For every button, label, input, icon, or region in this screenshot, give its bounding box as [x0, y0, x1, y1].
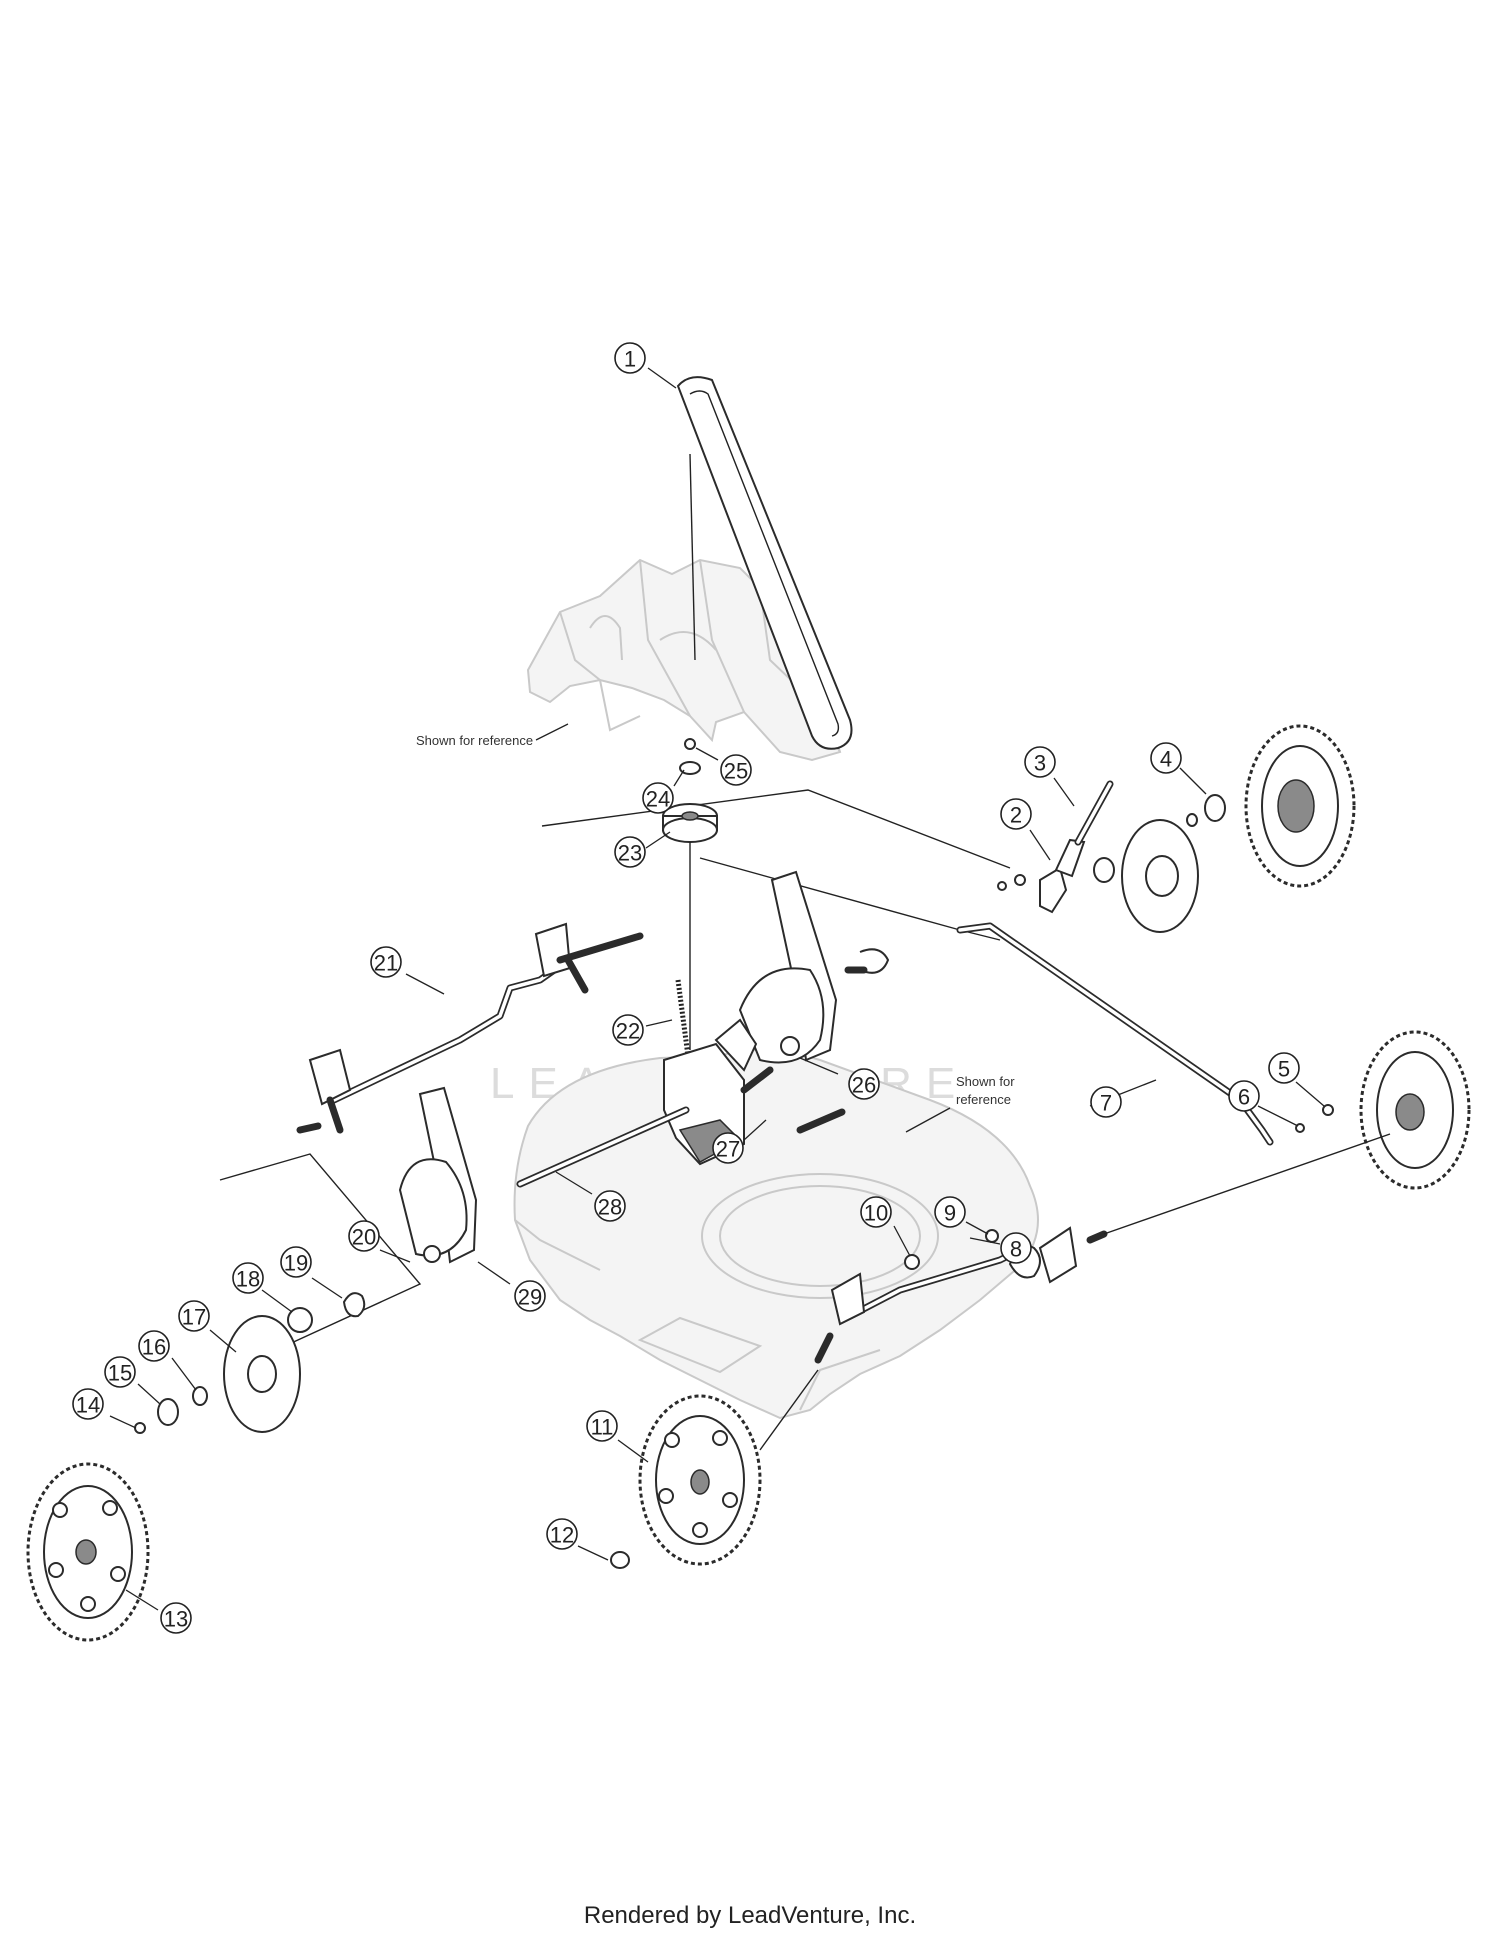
callout-10: 10: [860, 1196, 892, 1228]
rear-adjust-rod: [956, 874, 1274, 1146]
reference-upper-housing: [526, 558, 842, 762]
svg-text:18: 18: [236, 1267, 260, 1292]
svg-text:24: 24: [646, 787, 670, 812]
svg-text:14: 14: [76, 1393, 100, 1418]
callout-24: 24: [642, 782, 674, 814]
callout-9: 9: [934, 1196, 966, 1228]
svg-text:22: 22: [616, 1019, 640, 1044]
callout-4: 4: [1150, 742, 1182, 774]
callout-21: 21: [370, 946, 402, 978]
callout-8: 8: [1000, 1232, 1032, 1264]
callout-6: 6: [1228, 1080, 1260, 1112]
svg-text:7: 7: [1100, 1091, 1112, 1116]
callout-3: 3: [1024, 746, 1056, 778]
svg-text:28: 28: [598, 1195, 622, 1220]
callout-15: 15: [104, 1356, 136, 1388]
plane-line-upper: [541, 789, 1011, 869]
callout-22: 22: [612, 1014, 644, 1046]
callout-17: 17: [178, 1300, 210, 1332]
callout-23: 23: [614, 836, 646, 868]
svg-text:1: 1: [624, 347, 636, 372]
svg-text:5: 5: [1278, 1057, 1290, 1082]
plane-line-lower: [219, 1153, 422, 1363]
svg-text:15: 15: [108, 1361, 132, 1386]
svg-text:19: 19: [284, 1251, 308, 1276]
callout-25: 25: [720, 754, 752, 786]
plane-line-mid: [699, 857, 1001, 941]
svg-text:21: 21: [374, 951, 398, 976]
callout-26: 26: [848, 1068, 880, 1100]
spring: [675, 979, 691, 1057]
svg-text:23: 23: [618, 841, 642, 866]
right-rear-wheel: [1093, 724, 1356, 933]
svg-text:9: 9: [944, 1201, 956, 1226]
svg-text:26: 26: [852, 1073, 876, 1098]
callout-20: 20: [348, 1220, 380, 1252]
svg-text:25: 25: [724, 759, 748, 784]
reference-note-upper: Shown for reference: [416, 733, 533, 748]
svg-text:11: 11: [591, 1415, 614, 1440]
footer-credit: Rendered by LeadVenture, Inc.: [583, 1902, 917, 1929]
pulley-assembly: [662, 738, 718, 843]
callout-12: 12: [546, 1518, 578, 1550]
svg-text:10: 10: [864, 1201, 888, 1226]
height-lever: [1039, 780, 1114, 914]
reference-mower-deck: [513, 1048, 1039, 1420]
svg-text:3: 3: [1034, 751, 1046, 776]
callout-28: 28: [594, 1190, 626, 1222]
leader-lines: [109, 367, 1325, 1611]
reference-note-deck-line2: reference: [956, 1092, 1011, 1107]
drive-belt: [676, 376, 853, 750]
svg-text:4: 4: [1160, 747, 1172, 772]
callout-1: 1: [614, 342, 646, 374]
right-gear-bracket: [738, 870, 890, 1064]
rear-height-rod: [296, 922, 644, 1134]
left-gear-bracket: [398, 1086, 478, 1264]
svg-text:13: 13: [164, 1607, 188, 1632]
svg-text:27: 27: [716, 1137, 740, 1162]
callout-29: 29: [514, 1280, 546, 1312]
svg-text:29: 29: [518, 1285, 542, 1310]
svg-text:2: 2: [1010, 803, 1022, 828]
callout-11: 11: [586, 1410, 618, 1442]
callout-18: 18: [232, 1262, 264, 1294]
svg-text:12: 12: [550, 1523, 574, 1548]
callout-7: 7: [1090, 1086, 1122, 1118]
callout-16: 16: [138, 1330, 170, 1362]
callout-27: 27: [712, 1132, 744, 1164]
svg-text:6: 6: [1238, 1085, 1250, 1110]
svg-text:16: 16: [142, 1335, 166, 1360]
left-front-wheel: [610, 1394, 762, 1569]
svg-text:20: 20: [352, 1225, 376, 1250]
callout-2: 2: [1000, 798, 1032, 830]
svg-text:8: 8: [1010, 1237, 1022, 1262]
svg-text:17: 17: [182, 1305, 206, 1330]
callout-5: 5: [1268, 1052, 1300, 1084]
callout-19: 19: [280, 1246, 312, 1278]
reference-note-deck-line1: Shown for: [956, 1074, 1015, 1089]
left-rear-hub-parts: [134, 1292, 366, 1434]
right-front-wheel: [1295, 1030, 1471, 1190]
left-rear-wheel: [26, 1462, 150, 1642]
callout-14: 14: [72, 1388, 104, 1420]
callout-13: 13: [160, 1602, 192, 1634]
